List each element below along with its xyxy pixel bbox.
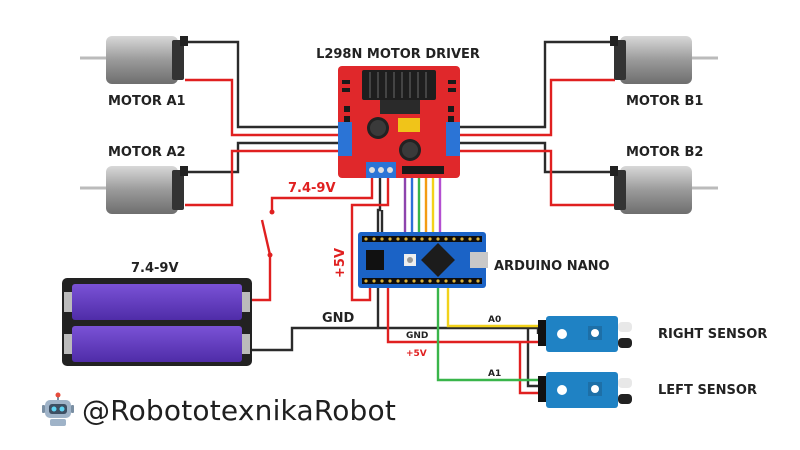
- a1-label: A1: [488, 369, 501, 379]
- gnd-main-label: GND: [322, 311, 355, 326]
- wire-motor-a1-red: [185, 78, 338, 137]
- right-sensor-label: RIGHT SENSOR: [658, 327, 767, 342]
- wire-motor-b1-red: [460, 78, 615, 137]
- wire-motor-a2-black: [185, 141, 338, 174]
- wire-switch-to-vin: [270, 178, 374, 212]
- wire-motor-b2-black: [460, 141, 615, 174]
- motor-b1-label: MOTOR B1: [626, 94, 703, 109]
- left-sensor-label: LEFT SENSOR: [658, 383, 757, 398]
- watermark-handle: @RobototexnikaRobot: [82, 393, 397, 427]
- wire-gnd-sensors: [378, 326, 540, 334]
- motor-a1: [80, 36, 188, 84]
- wire-a0: [446, 288, 538, 328]
- motor-b1: [610, 36, 718, 84]
- motor-a2: [80, 166, 188, 214]
- wire-motor-a2-red: [185, 149, 338, 207]
- watermark: @RobototexnikaRobot: [40, 392, 396, 428]
- left-sensor: [538, 372, 632, 408]
- wire-5v-left-sensor: [518, 342, 538, 395]
- power-switch: [260, 209, 275, 258]
- robot-icon: [42, 392, 74, 426]
- gnd-small-label: GND: [406, 331, 428, 341]
- arduino-label: ARDUINO NANO: [494, 259, 610, 274]
- wire-driver-5v-to-arduino: [350, 178, 390, 302]
- motor-a1-label: MOTOR A1: [108, 94, 186, 109]
- wire-motor-b1-black: [460, 40, 615, 129]
- motor-b2-label: MOTOR B2: [626, 145, 703, 160]
- battery-voltage-label: 7.4-9V: [131, 261, 179, 276]
- arduino-nano-board: [358, 232, 488, 288]
- wire-battery-positive: [245, 255, 272, 302]
- plus5v-vertical-label: +5V: [333, 248, 348, 278]
- wire-motor-b2-red: [460, 149, 615, 207]
- wire-a1: [436, 288, 538, 382]
- motor-a2-label: MOTOR A2: [108, 145, 186, 160]
- right-sensor: [538, 316, 632, 352]
- wire-5v-sensors: [386, 288, 538, 344]
- wire-motor-a1-black: [185, 40, 338, 129]
- battery-pack: [62, 278, 252, 366]
- driver-label: L298N MOTOR DRIVER: [316, 47, 480, 62]
- wire-gnd-left-sensor: [526, 328, 538, 388]
- wire-battery-gnd: [245, 326, 378, 352]
- voltage-switch-label: 7.4-9V: [288, 181, 336, 196]
- motor-b2: [610, 166, 718, 214]
- a0-label: A0: [488, 315, 501, 325]
- plus5v-small-label: +5V: [406, 349, 427, 359]
- l298n-driver-board: [338, 66, 460, 178]
